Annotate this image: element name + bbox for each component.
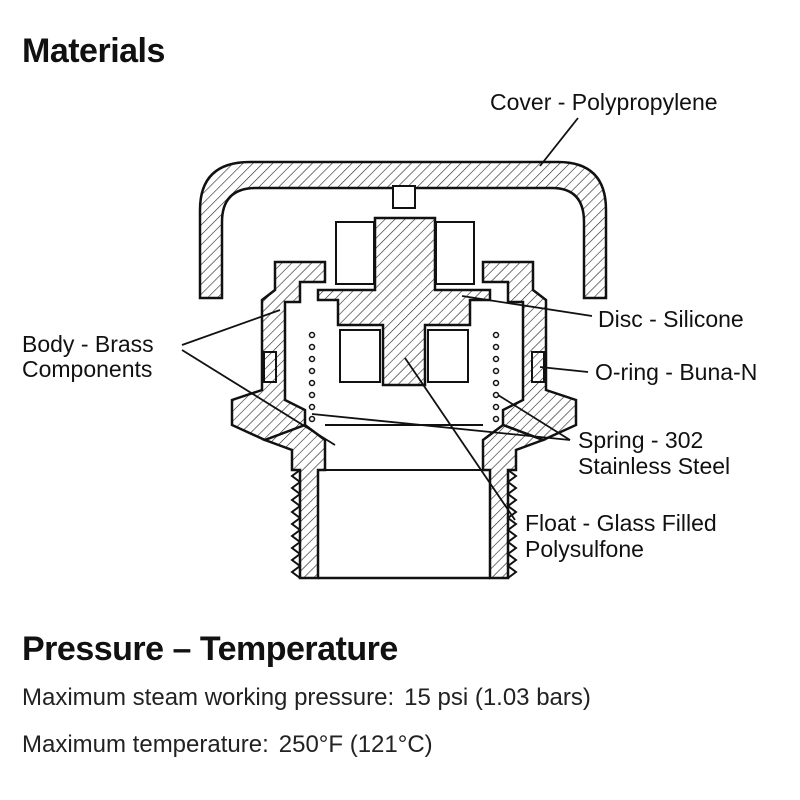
label-spring-line1: Spring - 302	[578, 427, 703, 453]
leader-lines	[181, 117, 593, 521]
spec-pressure-value: 15 psi (1.03 bars)	[404, 684, 591, 711]
spec-pressure: Maximum steam working pressure: 15 psi (1…	[22, 684, 591, 712]
float-chambers	[335, 221, 475, 383]
spec-temperature-value: 250°F (121°C)	[278, 731, 433, 758]
thread-left	[290, 469, 302, 579]
thread-right	[506, 469, 518, 579]
label-body-line1: Body - Brass	[22, 331, 154, 357]
leader-spring-2	[311, 413, 571, 441]
spec-temperature-label: Maximum temperature:	[22, 731, 269, 758]
float-shape	[316, 216, 492, 387]
spring-right	[492, 331, 500, 423]
label-spring-line2: Stainless Steel	[578, 453, 730, 479]
spec-pressure-label: Maximum steam working pressure:	[22, 684, 395, 711]
cover-stem	[392, 185, 416, 209]
leader-body-1	[181, 309, 281, 346]
leader-oring	[539, 366, 589, 373]
label-float-line1: Float - Glass Filled	[525, 510, 717, 536]
cover-shape	[198, 160, 608, 300]
label-disc: Disc - Silicone	[598, 306, 744, 332]
materials-heading: Materials	[22, 32, 165, 70]
leader-float	[404, 357, 516, 521]
pressure-temperature-heading: Pressure – Temperature	[22, 630, 398, 668]
label-float-line2: Polysulfone	[525, 536, 644, 562]
leader-disc	[461, 295, 593, 317]
oring-left	[263, 351, 277, 383]
spring-left	[308, 331, 316, 423]
label-cover: Cover - Polypropylene	[490, 89, 718, 115]
label-body-line2: Components	[22, 356, 152, 382]
label-oring: O-ring - Buna-N	[595, 359, 757, 385]
leader-body-2	[181, 349, 336, 446]
leader-cover	[539, 117, 579, 167]
leader-spring-1	[497, 394, 571, 441]
spec-temperature: Maximum temperature: 250°F (121°C)	[22, 731, 433, 759]
